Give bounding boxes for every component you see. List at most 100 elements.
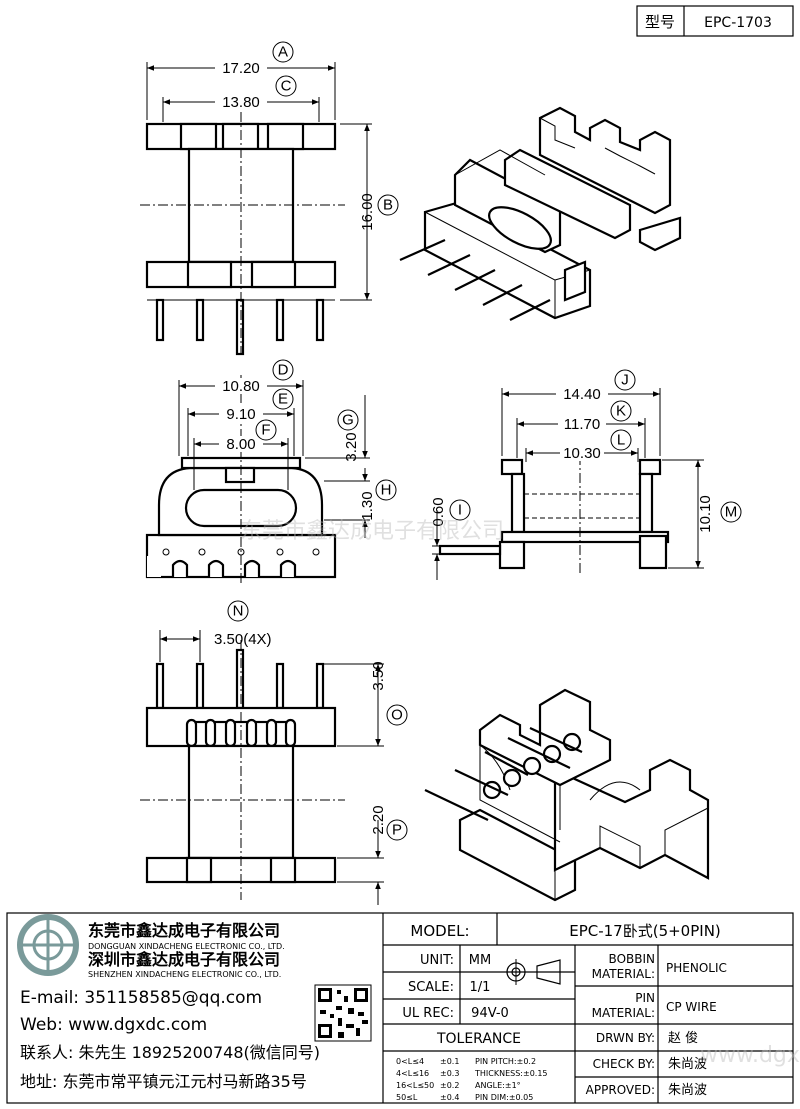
callout-i <box>449 499 471 521</box>
dim-c-value: 13.80 <box>222 94 260 111</box>
model-label: MODEL: <box>410 922 469 940</box>
approved-value: 朱尚波 <box>668 1083 707 1098</box>
dim-n-value: 3.50(4X) <box>214 631 272 648</box>
dim-h-value: 1.30 <box>359 491 376 520</box>
callout-b <box>377 194 399 216</box>
title-block: 东莞市鑫达成电子有限公司 DONGGUAN XINDACHENG ELECTRO… <box>6 912 800 1104</box>
bottom-view: 3.50(4X) 3.50 2.20 <box>140 630 387 905</box>
dim-k-value: 11.70 <box>564 416 600 433</box>
callout-n-letter: N <box>233 603 244 620</box>
callout-m <box>720 501 742 523</box>
callout-l <box>610 429 632 451</box>
callout-k-letter: K <box>616 403 626 420</box>
model-value: EPC-17卧式(5+0PIN) <box>569 922 721 940</box>
callout-a <box>272 41 294 63</box>
right-view: 14.40 11.70 10.30 0.60 10.10 <box>430 386 714 580</box>
callout-d <box>272 359 294 381</box>
callout-b-letter: B <box>383 197 393 214</box>
isometric-view-bottom <box>424 688 710 902</box>
company-name-en-2: SHENZHEN XINDACHENG ELECTRONIC CO., LTD. <box>88 970 281 979</box>
callout-n <box>227 600 249 622</box>
dim-m-value: 10.10 <box>697 495 714 533</box>
ulrec-label: UL REC: <box>402 1006 454 1021</box>
dim-b-value: 16.00 <box>359 193 376 231</box>
tol-3-note: PIN DIM:±0.05 <box>475 1093 533 1102</box>
drawn-value: 赵 俊 <box>668 1031 698 1046</box>
header-model-label: 型号 <box>645 13 675 31</box>
dim-j-value: 14.40 <box>563 386 601 403</box>
dim-f-value: 8.00 <box>226 436 255 453</box>
callout-g <box>337 409 359 431</box>
header-box: 型号 EPC-1703 <box>636 5 794 37</box>
company-contact: 联系人: 朱先生 18925200748(微信同号) <box>20 1043 320 1062</box>
site-watermark: www.dgxdc.com <box>700 1043 800 1068</box>
dim-i-value: 0.60 <box>430 497 447 526</box>
company-web: Web: www.dgxdc.com <box>20 1015 207 1035</box>
callout-l-letter: L <box>617 432 625 449</box>
tol-1-range: 4<L≤16 <box>396 1069 429 1078</box>
tol-3-value: ±0.4 <box>440 1093 459 1102</box>
dimension-callouts: A C B D E F G H I J K L M N O P <box>227 41 742 841</box>
bobbin-label-2: MATERIAL: <box>592 967 655 981</box>
tolerance-table: 0<L≤4 ±0.1 PIN PITCH:±0.2 4<L≤16 ±0.3 TH… <box>396 1057 548 1102</box>
callout-f <box>255 419 277 441</box>
scale-label: SCALE: <box>408 980 454 995</box>
company-email: E-mail: 351158585@qq.com <box>20 988 262 1008</box>
check-value: 朱尚波 <box>668 1057 707 1072</box>
dim-p-value: 2.20 <box>370 805 387 834</box>
callout-a-letter: A <box>278 44 288 61</box>
callout-h <box>375 479 397 501</box>
check-label: CHECK BY: <box>593 1057 655 1071</box>
company-name-en-1: DONGGUAN XINDACHENG ELECTRONIC CO., LTD. <box>88 942 285 951</box>
pin-value: CP WIRE <box>666 1000 717 1014</box>
tol-0-range: 0<L≤4 <box>396 1057 424 1066</box>
tol-2-note: ANGLE:±1° <box>475 1081 521 1090</box>
callout-c <box>275 75 297 97</box>
tol-0-note: PIN PITCH:±0.2 <box>475 1057 536 1066</box>
company-address: 地址: 东莞市常平镇元江元村马新路35号 <box>20 1072 307 1091</box>
company-logo <box>17 914 79 976</box>
dim-e-value: 9.10 <box>226 406 255 423</box>
callout-o-letter: O <box>391 707 403 724</box>
front-view: 17.20 13.80 16.00 <box>140 60 376 356</box>
watermark-text: 东莞市鑫达成电子有限公司 <box>240 519 504 544</box>
callout-o <box>386 704 408 726</box>
dim-d-value: 10.80 <box>222 378 260 395</box>
dim-l-value: 10.30 <box>563 445 601 462</box>
dim-a-value: 17.20 <box>222 60 260 77</box>
tol-0-value: ±0.1 <box>440 1057 459 1066</box>
approved-label: APPROVED: <box>586 1083 655 1097</box>
tol-1-value: ±0.3 <box>440 1069 459 1078</box>
callout-h-letter: H <box>381 482 392 499</box>
unit-label: UNIT: <box>420 953 454 968</box>
callout-e <box>272 388 294 410</box>
projection-symbol <box>503 959 561 985</box>
tol-1-note: THICKNESS:±0.15 <box>474 1069 548 1078</box>
drawn-label: DRWN BY: <box>596 1031 655 1045</box>
callout-e-letter: E <box>278 391 288 408</box>
tol-2-range: 16<L≤50 <box>396 1081 434 1090</box>
pin-label-2: MATERIAL: <box>592 1006 655 1020</box>
callout-c-letter: C <box>281 78 292 95</box>
tolerance-label: TOLERANCE <box>436 1031 521 1047</box>
company-name-cn-1: 东莞市鑫达成电子有限公司 <box>88 921 280 940</box>
callout-j <box>614 369 636 391</box>
isometric-view-top <box>399 106 682 321</box>
callout-j-letter: J <box>621 372 629 389</box>
header-model-value: EPC-1703 <box>704 15 772 31</box>
tol-3-range: 50≤L <box>396 1093 418 1102</box>
unit-value: MM <box>469 953 491 968</box>
callout-g-letter: G <box>342 412 354 429</box>
callout-d-letter: D <box>278 362 289 379</box>
dim-o-value: 3.50 <box>370 661 387 690</box>
callout-i-letter: I <box>458 502 462 519</box>
scale-value: 1/1 <box>470 980 491 995</box>
pin-label-1: PIN <box>635 991 655 1005</box>
callout-m-letter: M <box>725 504 738 521</box>
side-view: 10.80 9.10 8.00 3.20 1.30 <box>145 375 376 585</box>
company-name-cn-2: 深圳市鑫达成电子有限公司 <box>88 950 280 969</box>
qr-code <box>314 984 372 1042</box>
bobbin-label-1: BOBBIN <box>609 952 655 966</box>
tol-2-value: ±0.2 <box>440 1081 459 1090</box>
